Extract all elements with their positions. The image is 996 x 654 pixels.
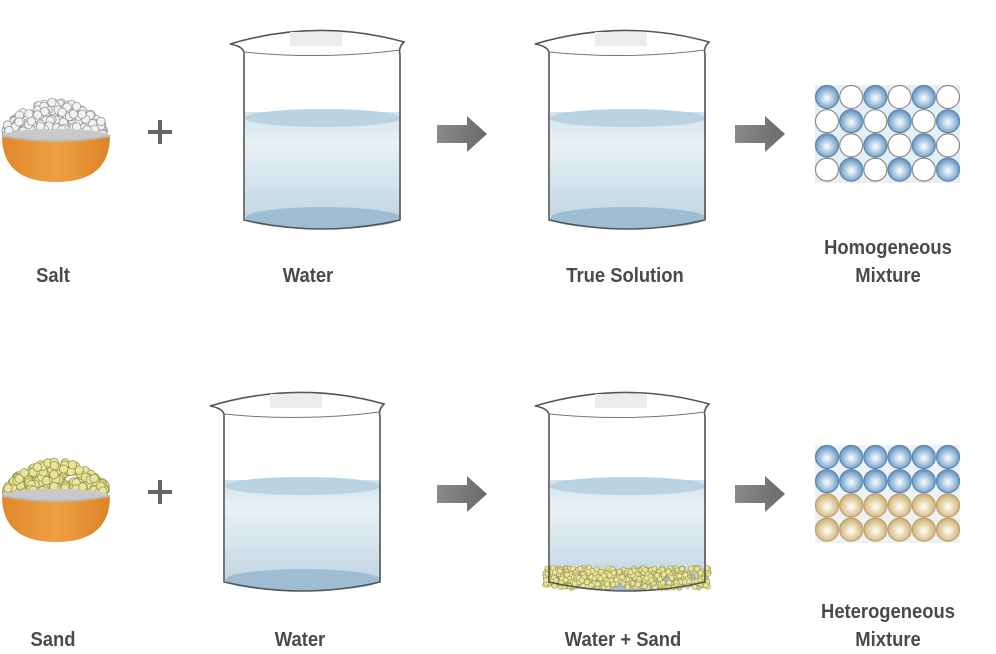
plus-icon xyxy=(148,480,172,504)
sand-bowl-icon xyxy=(1,457,111,542)
water-label: Water xyxy=(282,265,334,287)
arrow-right-icon xyxy=(437,476,487,512)
water-label: Water xyxy=(274,629,326,651)
salt-label: Salt xyxy=(36,265,70,287)
true-solution-label: True Solution xyxy=(566,265,684,287)
sand-label: Sand xyxy=(30,629,76,651)
arrow-right-icon xyxy=(437,116,487,152)
plus-icon xyxy=(148,120,172,144)
water-sand-label: Water + Sand xyxy=(564,629,682,651)
water-beaker xyxy=(229,29,406,230)
arrow-right-icon xyxy=(735,476,785,512)
heterogeneous-particle-grid xyxy=(814,444,961,543)
water-beaker xyxy=(209,391,386,592)
homogeneous-label: Homogeneous Mixture xyxy=(824,237,952,287)
homogeneous-particle-grid xyxy=(814,84,961,183)
true-solution-beaker xyxy=(534,29,711,230)
heterogeneous-label: Heterogeneous Mixture xyxy=(821,601,955,651)
arrow-right-icon xyxy=(735,116,785,152)
water-sand-beaker xyxy=(534,391,712,592)
salt-bowl-icon: /* placeholder */ xyxy=(1,97,111,182)
